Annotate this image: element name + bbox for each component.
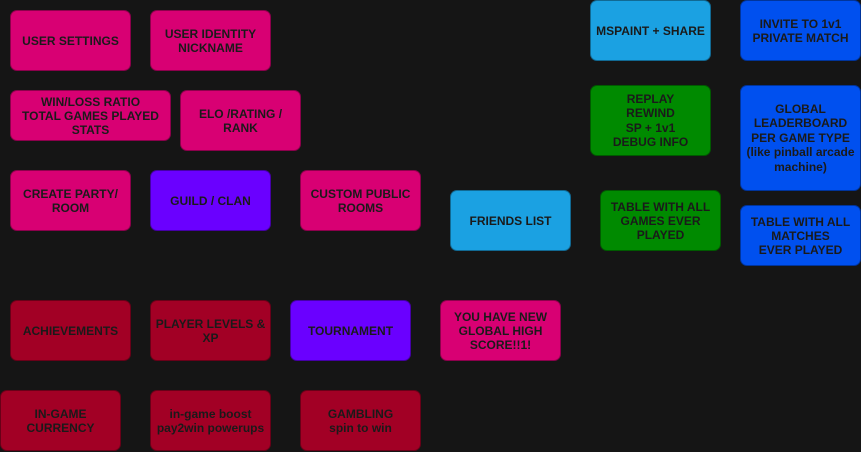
- table-all-matches-box[interactable]: TABLE WITH ALL MATCHES EVER PLAYED: [740, 205, 861, 266]
- create-party-box[interactable]: CREATE PARTY/ ROOM: [10, 170, 131, 231]
- player-levels-box[interactable]: PLAYER LEVELS & XP: [150, 300, 271, 361]
- table-all-games-box[interactable]: TABLE WITH ALL GAMES EVER PLAYED: [600, 190, 721, 251]
- mspaint-share-box[interactable]: MSPAINT + SHARE: [590, 0, 711, 61]
- ingame-boost-box[interactable]: in-game boost pay2win powerups: [150, 390, 271, 451]
- user-settings-box[interactable]: USER SETTINGS: [10, 10, 131, 71]
- tournament-box[interactable]: TOURNAMENT: [290, 300, 411, 361]
- user-identity-box[interactable]: USER IDENTITY NICKNAME: [150, 10, 271, 71]
- elo-rating-box[interactable]: ELO /RATING / RANK: [180, 90, 301, 151]
- custom-public-rooms-box[interactable]: CUSTOM PUBLIC ROOMS: [300, 170, 421, 231]
- invite-1v1-box[interactable]: INVITE TO 1v1 PRIVATE MATCH: [740, 0, 861, 61]
- achievements-box[interactable]: ACHIEVEMENTS: [10, 300, 131, 361]
- guild-clan-box[interactable]: GUILD / CLAN: [150, 170, 271, 231]
- new-high-score-box[interactable]: YOU HAVE NEW GLOBAL HIGH SCORE!!1!: [440, 300, 561, 361]
- friends-list-box[interactable]: FRIENDS LIST: [450, 190, 571, 251]
- replay-box[interactable]: REPLAY REWIND SP + 1v1 DEBUG INFO: [590, 85, 711, 156]
- global-leaderboard-box[interactable]: GLOBAL LEADERBOARD PER GAME TYPE (like p…: [740, 85, 861, 191]
- gambling-box[interactable]: GAMBLING spin to win: [300, 390, 421, 451]
- win-loss-stats-box[interactable]: WIN/LOSS RATIO TOTAL GAMES PLAYED STATS: [10, 90, 171, 141]
- ingame-currency-box[interactable]: IN-GAME CURRENCY: [0, 390, 121, 451]
